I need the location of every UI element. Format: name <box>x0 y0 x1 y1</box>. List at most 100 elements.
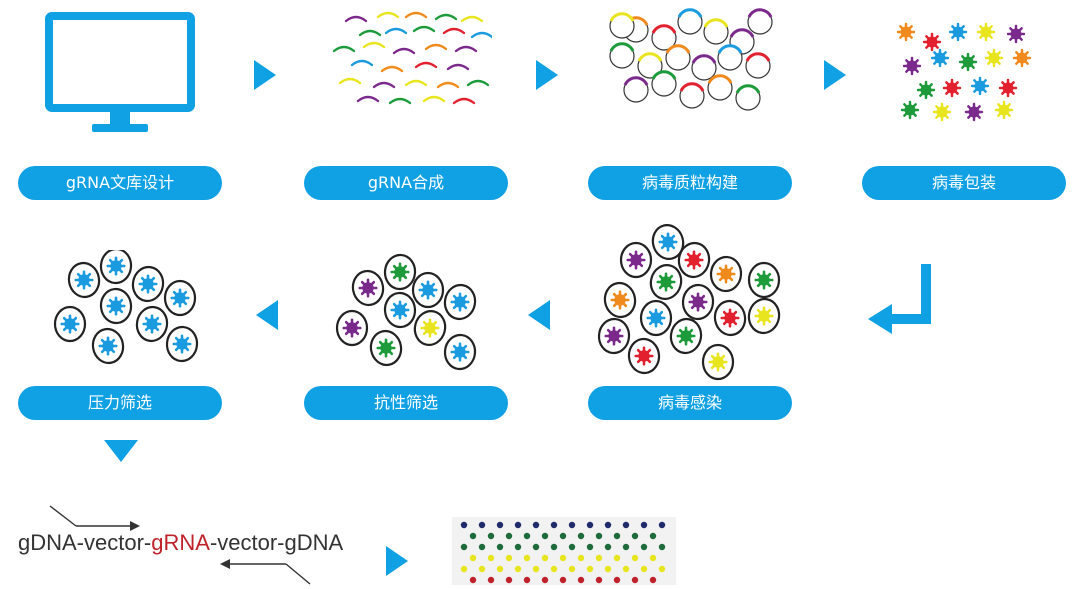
plasmid <box>745 52 771 79</box>
sequencing-cluster <box>478 521 486 529</box>
sequencing-cluster <box>523 576 531 584</box>
grna-fragment <box>362 41 386 49</box>
sequencing-cluster <box>550 543 558 551</box>
grna-fragment <box>380 65 404 73</box>
grna-fragment <box>434 13 458 21</box>
virus-particle <box>916 80 936 100</box>
infecting-virus <box>708 352 728 372</box>
infecting-virus <box>98 336 118 356</box>
grna-fragment <box>442 27 466 35</box>
plasmid <box>735 84 761 111</box>
grna-fragment <box>424 43 448 51</box>
sequencing-cluster <box>559 532 567 540</box>
host-cell <box>91 327 125 365</box>
sequencing-cluster <box>496 565 504 573</box>
sequencing-cluster <box>577 576 585 584</box>
grna-fragment <box>388 97 412 105</box>
sequencing-cluster <box>532 543 540 551</box>
sequencing-cluster <box>613 576 621 584</box>
infecting-virus <box>688 292 708 312</box>
virus-particle <box>900 100 920 120</box>
virus-particle <box>964 102 984 122</box>
host-cell <box>597 317 631 355</box>
sequencing-cluster <box>460 543 468 551</box>
sequencing-cluster <box>613 532 621 540</box>
host-cell <box>335 309 369 347</box>
virus-particle <box>902 56 922 76</box>
host-cell <box>411 271 445 309</box>
infecting-virus <box>754 306 774 326</box>
sequencing-cluster <box>595 532 603 540</box>
infecting-virus <box>634 346 654 366</box>
sequencing-cluster <box>586 521 594 529</box>
sequencing-cluster <box>505 576 513 584</box>
sequencing-cluster <box>532 521 540 529</box>
step-label-virus-packaging: 病毒包装 <box>862 166 1066 200</box>
host-cell <box>165 325 199 363</box>
virus-particle <box>922 32 942 52</box>
plasmid <box>609 12 635 39</box>
plasmid <box>747 8 773 35</box>
sequencing-cluster <box>595 576 603 584</box>
sequencing-cluster <box>658 565 666 573</box>
sequencing-cluster <box>631 554 639 562</box>
sequencing-construct-label: gDNA-vector-gRNA-vector-gDNA <box>18 530 344 555</box>
grna-fragment <box>332 45 356 53</box>
sequencing-cluster <box>568 543 576 551</box>
sequencing-cluster <box>649 532 657 540</box>
grna-fragment <box>446 63 470 71</box>
step-label-plasmid-construction: 病毒质粒构建 <box>588 166 792 200</box>
infecting-virus <box>610 290 630 310</box>
sequencing-cluster <box>541 576 549 584</box>
host-cell <box>681 283 715 321</box>
grna-fragment <box>452 97 476 105</box>
host-cell <box>627 337 661 375</box>
grna-fragment <box>422 95 446 103</box>
infecting-virus <box>74 270 94 290</box>
plasmid <box>691 54 717 81</box>
sequencing-cluster <box>559 576 567 584</box>
host-cell <box>413 310 447 346</box>
sequencing-cluster <box>649 576 657 584</box>
plasmid <box>651 70 677 97</box>
host-cell <box>383 291 417 329</box>
sequencing-cluster <box>460 565 468 573</box>
plasmid <box>707 74 733 101</box>
grna-fragment <box>372 81 396 89</box>
sequencing-cluster <box>541 554 549 562</box>
grna-fragment <box>412 25 436 33</box>
host-cell <box>369 329 403 367</box>
sequencing-cluster <box>595 554 603 562</box>
host-cell <box>135 305 169 343</box>
step-label-grna-library-design: gRNA文库设计 <box>18 166 222 200</box>
virus-particle <box>984 48 1004 68</box>
host-cell <box>669 317 703 355</box>
arrow-right-icon <box>386 546 408 576</box>
grna-fragment <box>404 11 428 19</box>
sequencing-cluster <box>487 576 495 584</box>
host-cell <box>443 333 477 371</box>
infecting-virus <box>450 292 470 312</box>
sequencing-cluster <box>469 532 477 540</box>
grna-fragment <box>404 79 428 87</box>
grna-fragment <box>414 61 438 69</box>
infecting-virus <box>450 342 470 362</box>
sequencing-cluster <box>604 521 612 529</box>
plasmid <box>665 44 691 71</box>
infecting-virus <box>60 314 80 334</box>
grna-fragment <box>376 11 400 19</box>
arrow-left-icon <box>256 300 278 330</box>
sequencing-cluster <box>505 554 513 562</box>
virus-particle <box>930 48 950 68</box>
virus-particle <box>942 78 962 98</box>
sequencing-cluster <box>622 543 630 551</box>
infecting-virus <box>684 250 704 270</box>
step-label-virus-infection: 病毒感染 <box>588 386 792 420</box>
infecting-virus <box>604 326 624 346</box>
sequencing-cluster <box>604 543 612 551</box>
plasmid <box>717 44 743 71</box>
virus-particle <box>998 78 1018 98</box>
infecting-virus <box>376 338 396 358</box>
sequencing-cluster <box>631 532 639 540</box>
host-cell <box>67 261 101 299</box>
